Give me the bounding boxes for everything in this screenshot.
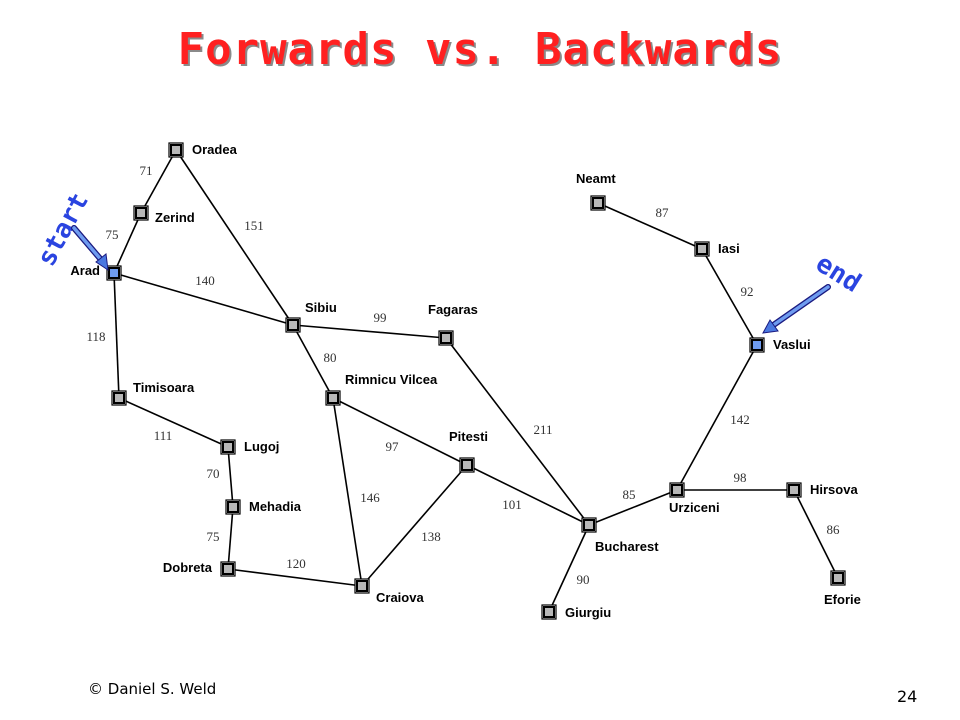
city-node-eforie: [830, 570, 846, 586]
road-sibiu-fagaras: [292, 324, 447, 339]
road-timisoara-lugoj: [118, 397, 229, 448]
distance-label: 97: [386, 439, 400, 454]
city-node-timisoara: [111, 390, 127, 406]
city-nodes: [106, 142, 846, 620]
distance-label: 151: [244, 218, 264, 233]
road-iasi-neamt: [597, 202, 703, 250]
copyright-footer: © Daniel S. Weld: [88, 680, 217, 698]
distance-label: 142: [730, 412, 750, 427]
start-arrow-icon: [71, 225, 109, 272]
road-hirsova-eforie: [793, 489, 839, 579]
road-arad-timisoara: [113, 272, 120, 399]
city-label-bucharest: Bucharest: [595, 539, 659, 554]
start-annotation: start: [32, 188, 95, 271]
distance-label: 75: [207, 529, 220, 544]
city-label-rimnicuvilcea: Rimnicu Vilcea: [345, 372, 438, 387]
city-label-urziceni: Urziceni: [669, 500, 720, 515]
city-node-hirsova: [786, 482, 802, 498]
city-node-dobreta: [220, 561, 236, 577]
distance-label: 140: [195, 273, 215, 288]
city-label-timisoara: Timisoara: [133, 380, 195, 395]
city-node-craiova: [354, 578, 370, 594]
road-oradea-sibiu: [175, 149, 294, 326]
road-lugoj-mehadia: [227, 446, 234, 508]
distance-label: 80: [324, 350, 337, 365]
city-labels: OradeaZerindAradTimisoaraLugojMehadiaDob…: [70, 142, 860, 620]
city-label-craiova: Craiova: [376, 590, 424, 605]
distance-label: 138: [421, 529, 441, 544]
city-node-bucharest: [581, 517, 597, 533]
road-zerind-arad: [113, 212, 142, 274]
distance-label: 71: [140, 163, 153, 178]
city-label-iasi: Iasi: [718, 241, 740, 256]
distance-label: 85: [623, 487, 636, 502]
distance-label: 211: [533, 422, 552, 437]
city-node-pitesti: [459, 457, 475, 473]
road-bucharest-urziceni: [588, 489, 678, 526]
city-label-fagaras: Fagaras: [428, 302, 478, 317]
city-node-urziceni: [669, 482, 685, 498]
city-label-sibiu: Sibiu: [305, 300, 337, 315]
road-mehadia-dobreta: [227, 506, 234, 570]
road-edges: [113, 149, 839, 613]
city-node-oradea: [168, 142, 184, 158]
city-node-fagaras: [438, 330, 454, 346]
distance-label: 101: [502, 497, 522, 512]
distance-label: 111: [154, 428, 173, 443]
city-node-rimnicuvilcea: [325, 390, 341, 406]
city-node-vaslui: [749, 337, 765, 353]
city-label-dobreta: Dobreta: [163, 560, 213, 575]
road-arad-sibiu: [113, 272, 294, 326]
end-arrow-icon: [762, 284, 831, 334]
road-dobreta-craiova: [227, 568, 363, 587]
distance-label: 75: [106, 227, 119, 242]
road-craiova-pitesti: [361, 464, 468, 587]
city-label-pitesti: Pitesti: [449, 429, 488, 444]
city-label-oradea: Oradea: [192, 142, 238, 157]
city-label-eforie: Eforie: [824, 592, 861, 607]
city-label-arad: Arad: [70, 263, 100, 278]
distance-label: 86: [827, 522, 841, 537]
city-label-hirsova: Hirsova: [810, 482, 858, 497]
distance-label: 146: [360, 490, 380, 505]
road-rimnicuvilcea-craiova: [332, 397, 363, 587]
city-label-vaslui: Vaslui: [773, 337, 811, 352]
slide-title: Forwards vs. Backwards: [177, 24, 783, 75]
city-node-sibiu: [285, 317, 301, 333]
distance-label: 87: [656, 205, 670, 220]
distance-label: 118: [86, 329, 105, 344]
city-node-zerind: [133, 205, 149, 221]
road-rimnicuvilcea-pitesti: [332, 397, 468, 466]
road-bucharest-giurgiu: [548, 524, 590, 613]
distance-labels: 71 75 151 140 118 111 70 75 120 99 80 97 146 138 101 21…: [86, 163, 840, 587]
distance-label: 99: [374, 310, 387, 325]
distance-label: 92: [741, 284, 754, 299]
road-vaslui-iasi: [701, 248, 758, 346]
road-fagaras-bucharest: [445, 337, 590, 526]
road-oradea-zerind: [140, 149, 177, 214]
city-node-mehadia: [225, 499, 241, 515]
distance-label: 70: [207, 466, 220, 481]
distance-label: 90: [577, 572, 590, 587]
city-label-zerind: Zerind: [155, 210, 195, 225]
city-label-giurgiu: Giurgiu: [565, 605, 611, 620]
distance-label: 120: [286, 556, 306, 571]
city-node-neamt: [590, 195, 606, 211]
road-urziceni-vaslui: [676, 344, 758, 491]
city-label-neamt: Neamt: [576, 171, 616, 186]
distance-label: 98: [734, 470, 747, 485]
city-node-arad: [106, 265, 122, 281]
road-sibiu-rimnicuvilcea: [292, 324, 334, 399]
city-node-iasi: [694, 241, 710, 257]
city-label-lugoj: Lugoj: [244, 439, 279, 454]
page-number: 24: [897, 687, 918, 706]
road-pitesti-bucharest: [466, 464, 590, 526]
city-node-giurgiu: [541, 604, 557, 620]
city-label-mehadia: Mehadia: [249, 499, 302, 514]
city-node-lugoj: [220, 439, 236, 455]
